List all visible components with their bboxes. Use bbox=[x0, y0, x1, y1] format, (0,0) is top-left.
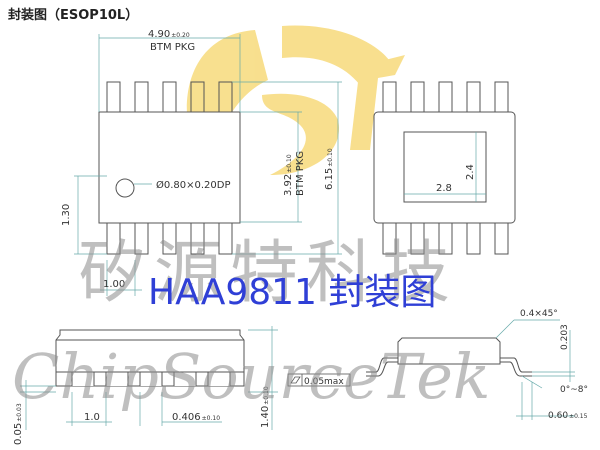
watermark-cn: 矽源特科技 bbox=[78, 234, 458, 313]
flatness-callout bbox=[287, 373, 351, 387]
flatness-value: 0.05max bbox=[304, 377, 344, 387]
pad-height: 2.4 bbox=[465, 164, 476, 180]
dim-body-width: 3.92±0.10 bbox=[283, 154, 294, 196]
dim-foot: 0.60±0.15 bbox=[548, 411, 588, 421]
dim-side-pitch: 1.0 bbox=[84, 412, 100, 423]
dim-lead-height: 1.30 bbox=[61, 204, 72, 226]
page-title: 封装图（ESOP10L） bbox=[8, 8, 139, 23]
top-view-dims bbox=[74, 34, 342, 296]
dim-span: 6.15±0.10 bbox=[324, 148, 335, 190]
logo-watermark bbox=[186, 25, 405, 180]
side-view bbox=[55, 329, 245, 387]
bottom-view bbox=[373, 81, 516, 255]
bottom-view-dims bbox=[404, 132, 486, 202]
watermark-en: ChipSourceTek bbox=[12, 340, 490, 413]
dim-length-note: BTM PKG bbox=[150, 42, 195, 53]
dim-height: 1.40±0.10 bbox=[260, 386, 271, 428]
dim-thickness: 0.203 bbox=[560, 324, 570, 350]
side-view-dims bbox=[20, 326, 278, 430]
dim-body-width-note: BTM PKG bbox=[295, 151, 306, 196]
end-view-dims bbox=[495, 319, 575, 420]
banner-title: HAA9811 封装图 bbox=[148, 272, 436, 313]
dim-angle: 0°~8° bbox=[560, 385, 588, 395]
dimple-label: Ø0.80×0.20DP bbox=[156, 179, 231, 191]
dim-lead-width: 0.406±0.10 bbox=[172, 412, 220, 423]
dim-pitch: 1.00 bbox=[103, 279, 125, 290]
thermal-pad bbox=[403, 131, 487, 203]
top-view bbox=[98, 81, 241, 255]
dim-length: 4.90±0.20 bbox=[148, 29, 190, 40]
end-view bbox=[366, 337, 532, 377]
dim-standoff: 0.05±0.03 bbox=[13, 403, 24, 445]
dim-chamfer: 0.4×45° bbox=[520, 309, 558, 319]
pad-width: 2.8 bbox=[436, 183, 452, 194]
